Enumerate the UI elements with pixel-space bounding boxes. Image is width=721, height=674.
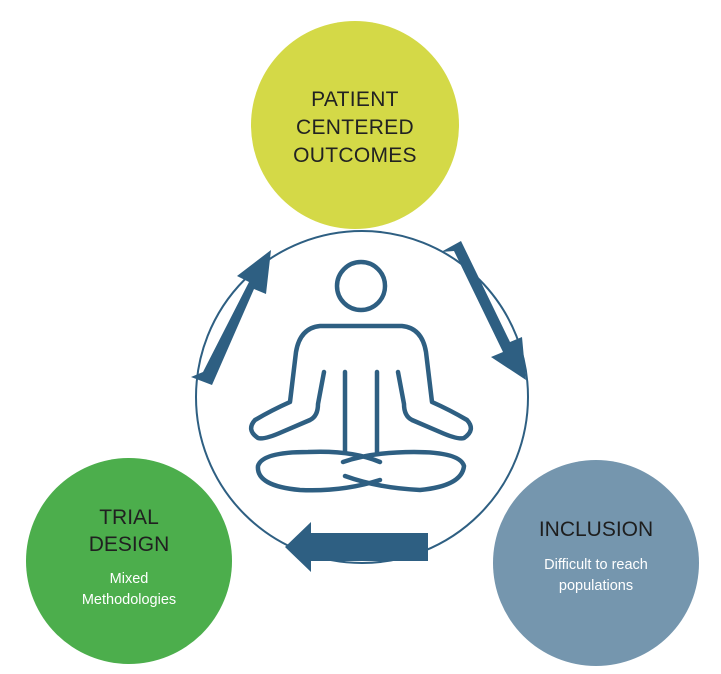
outcomes-title: PATIENT CENTERED OUTCOMES [293,88,417,167]
person-head [334,259,388,313]
arrow-inclusion-to-trial-design [285,522,428,572]
meditating-person-icon [248,259,474,493]
arrow-outcomes-to-inclusion [441,241,526,380]
inclusion-subtitle: Difficult to reach populations [544,556,648,594]
trial-design-title: TRIAL DESIGN [88,505,170,556]
inclusion-title: INCLUSION [538,517,654,541]
arrow-trial-design-to-outcomes [191,250,271,385]
trial-design-subtitle: Mixed Methodologies [81,570,177,608]
person-body [248,323,474,441]
person-torso-lines [342,369,380,455]
person-legs [255,449,467,493]
trial-design-circle: TRIAL DESIGN Mixed Methodologies [26,458,232,664]
center-ring [195,230,529,564]
inclusion-circle: INCLUSION Difficult to reach populations [493,460,699,666]
patient-centered-outcomes-circle: PATIENT CENTERED OUTCOMES [251,21,459,229]
